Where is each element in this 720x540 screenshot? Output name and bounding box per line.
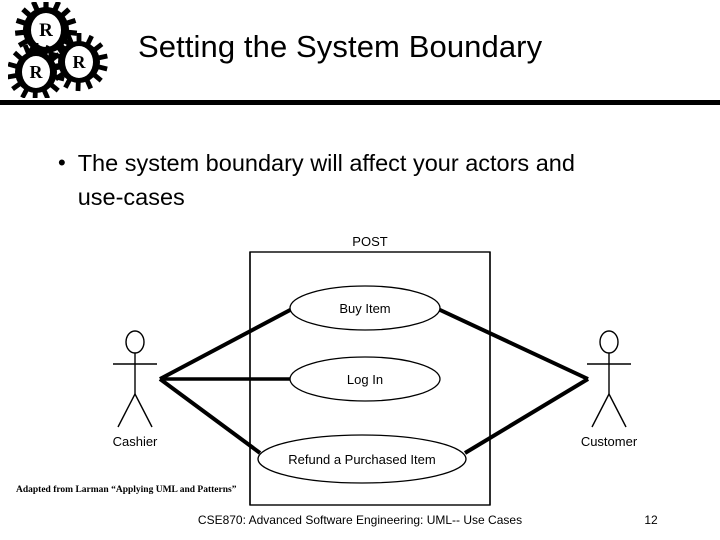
- use-case-label-buy-item: Buy Item: [339, 301, 391, 316]
- bullet-marker: •: [58, 150, 66, 175]
- use-case-label-refund-a-purchased-item: Refund a Purchased Item: [288, 452, 436, 467]
- actor-label-cashier: Cashier: [112, 434, 158, 449]
- list-item: • The system boundary will affect your a…: [58, 146, 658, 214]
- footer-course-title: CSE870: Advanced Software Engineering: U…: [197, 513, 523, 527]
- svg-text:R: R: [73, 52, 87, 72]
- header-divider: [0, 100, 720, 105]
- bullet-text: The system boundary will affect your act…: [77, 150, 575, 210]
- actor-label-customer: Customer: [580, 434, 638, 449]
- actor-customer-figure: [587, 330, 631, 428]
- three-gears-logo: R: [7, 0, 112, 102]
- actor-cashier-figure: [113, 330, 157, 428]
- use-case-label-log-in: Log In: [346, 372, 384, 387]
- bullet-list: • The system boundary will affect your a…: [58, 146, 658, 214]
- association-customer-buy-item: [437, 307, 589, 381]
- association-cashier-buy-item: [159, 307, 293, 381]
- page-number: 12: [644, 513, 658, 527]
- svg-text:R: R: [30, 62, 44, 82]
- page-title: Setting the System Boundary: [138, 29, 543, 64]
- svg-text:R: R: [39, 20, 53, 41]
- system-boundary-label: POST: [352, 234, 388, 249]
- source-attribution: Adapted from Larman “Applying UML and Pa…: [16, 485, 237, 495]
